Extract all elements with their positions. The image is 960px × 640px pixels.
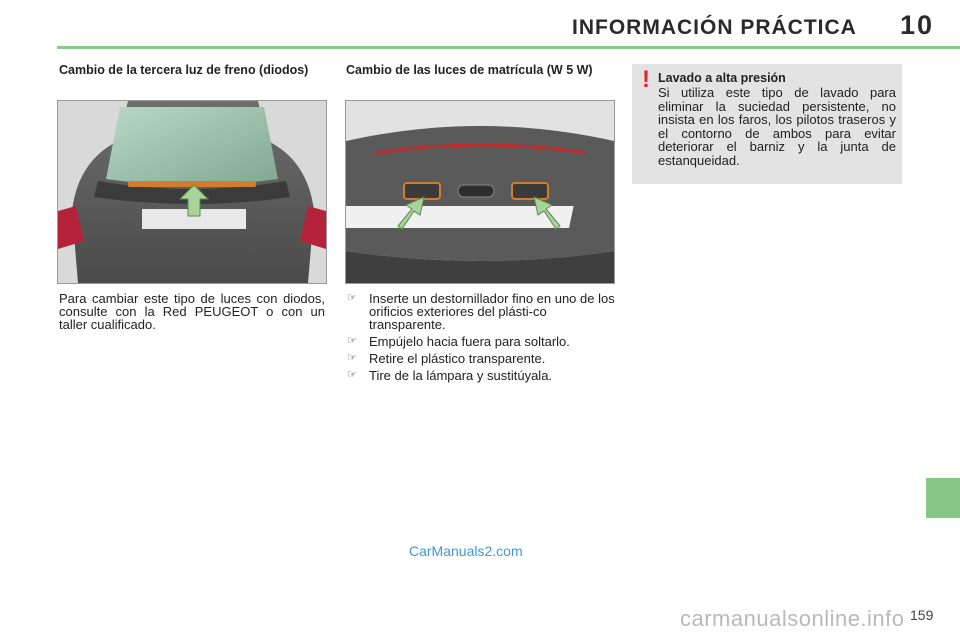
warning-box: ! Lavado a alta presión Si utiliza este … [632,64,902,184]
step-text: Retire el plástico transparente. [369,351,546,366]
brake-light-illustration [57,100,327,284]
header-divider [57,46,960,49]
step-text: Tire de la lámpara y sustitúyala. [369,368,553,383]
step-text: Empújelo hacia fuera para soltarlo. [369,334,570,349]
page-title: INFORMACIÓN PRÁCTICA [572,16,857,39]
pointing-hand-icon: ☞ [347,369,357,381]
page-number: 159 [910,607,934,623]
warning-title: Lavado a alta presión [658,71,786,85]
pointing-hand-icon: ☞ [347,335,357,347]
list-item: ☞ Retire el plástico transparente. [345,352,615,365]
list-item: ☞ Inserte un destornillador fino en uno d… [345,292,615,331]
list-item: ☞ Empújelo hacia fuera para soltarlo. [345,335,615,348]
pointing-hand-icon: ☞ [347,352,357,364]
section-heading-brake-light: Cambio de la tercera luz de freno (diodo… [59,63,309,77]
warning-text: Si utiliza este tipo de lavado para elim… [658,85,896,168]
step-text: Inserte un destornillador fino en uno de… [369,291,615,332]
pointing-hand-icon: ☞ [347,292,357,304]
plate-light-illustration [345,100,615,284]
brake-light-text: Para cambiar este tipo de luces con diod… [59,291,325,332]
chapter-number: 10 [900,10,935,40]
list-item: ☞ Tire de la lámpara y sustitúyala. [345,369,615,382]
site-link[interactable]: CarManuals2.com [409,543,523,559]
watermark-text: carmanualsonline.info [680,606,905,631]
chapter-side-tab [926,478,960,518]
section-heading-plate-lights: Cambio de las luces de matrícula (W 5 W) [346,63,593,77]
replacement-steps: ☞ Inserte un destornillador fino en uno d… [345,292,615,386]
exclamation-icon: ! [642,66,650,93]
